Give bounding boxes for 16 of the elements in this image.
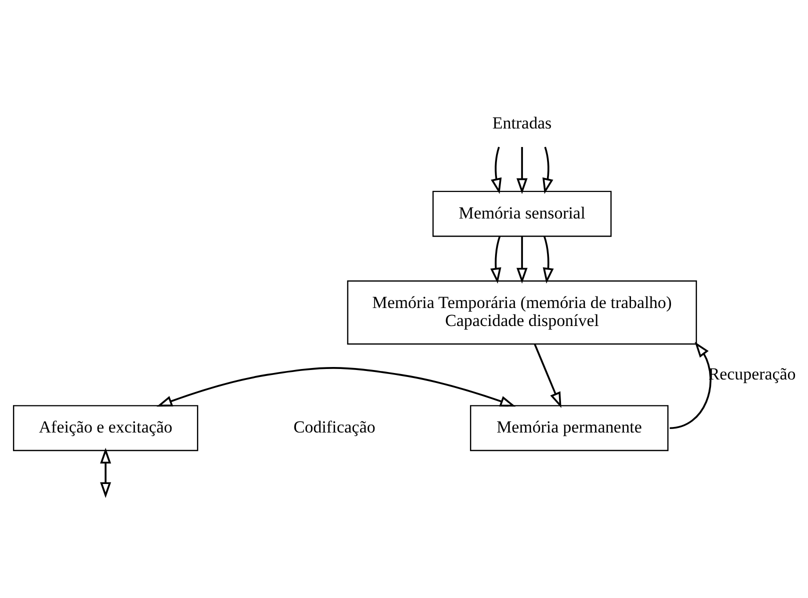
arrow: [100, 448, 112, 498]
node-box: Afeição e excitação: [12, 405, 198, 452]
arrow: [534, 344, 562, 408]
node-box: Memória Temporária (memória de trabalho) Capacidade disponível: [347, 280, 697, 345]
arrow: [156, 367, 516, 407]
node-box: Memória permanente: [470, 405, 669, 452]
arrow: [670, 342, 712, 429]
node-box: Memória sensorial: [432, 190, 612, 237]
arrow: [490, 146, 502, 194]
label: Codificação: [293, 418, 376, 437]
arrow: [542, 146, 554, 194]
arrow: [542, 236, 554, 284]
arrow: [516, 236, 528, 284]
node-text: Entradas: [492, 114, 552, 133]
arrow: [516, 147, 528, 194]
arrow: [490, 236, 502, 284]
